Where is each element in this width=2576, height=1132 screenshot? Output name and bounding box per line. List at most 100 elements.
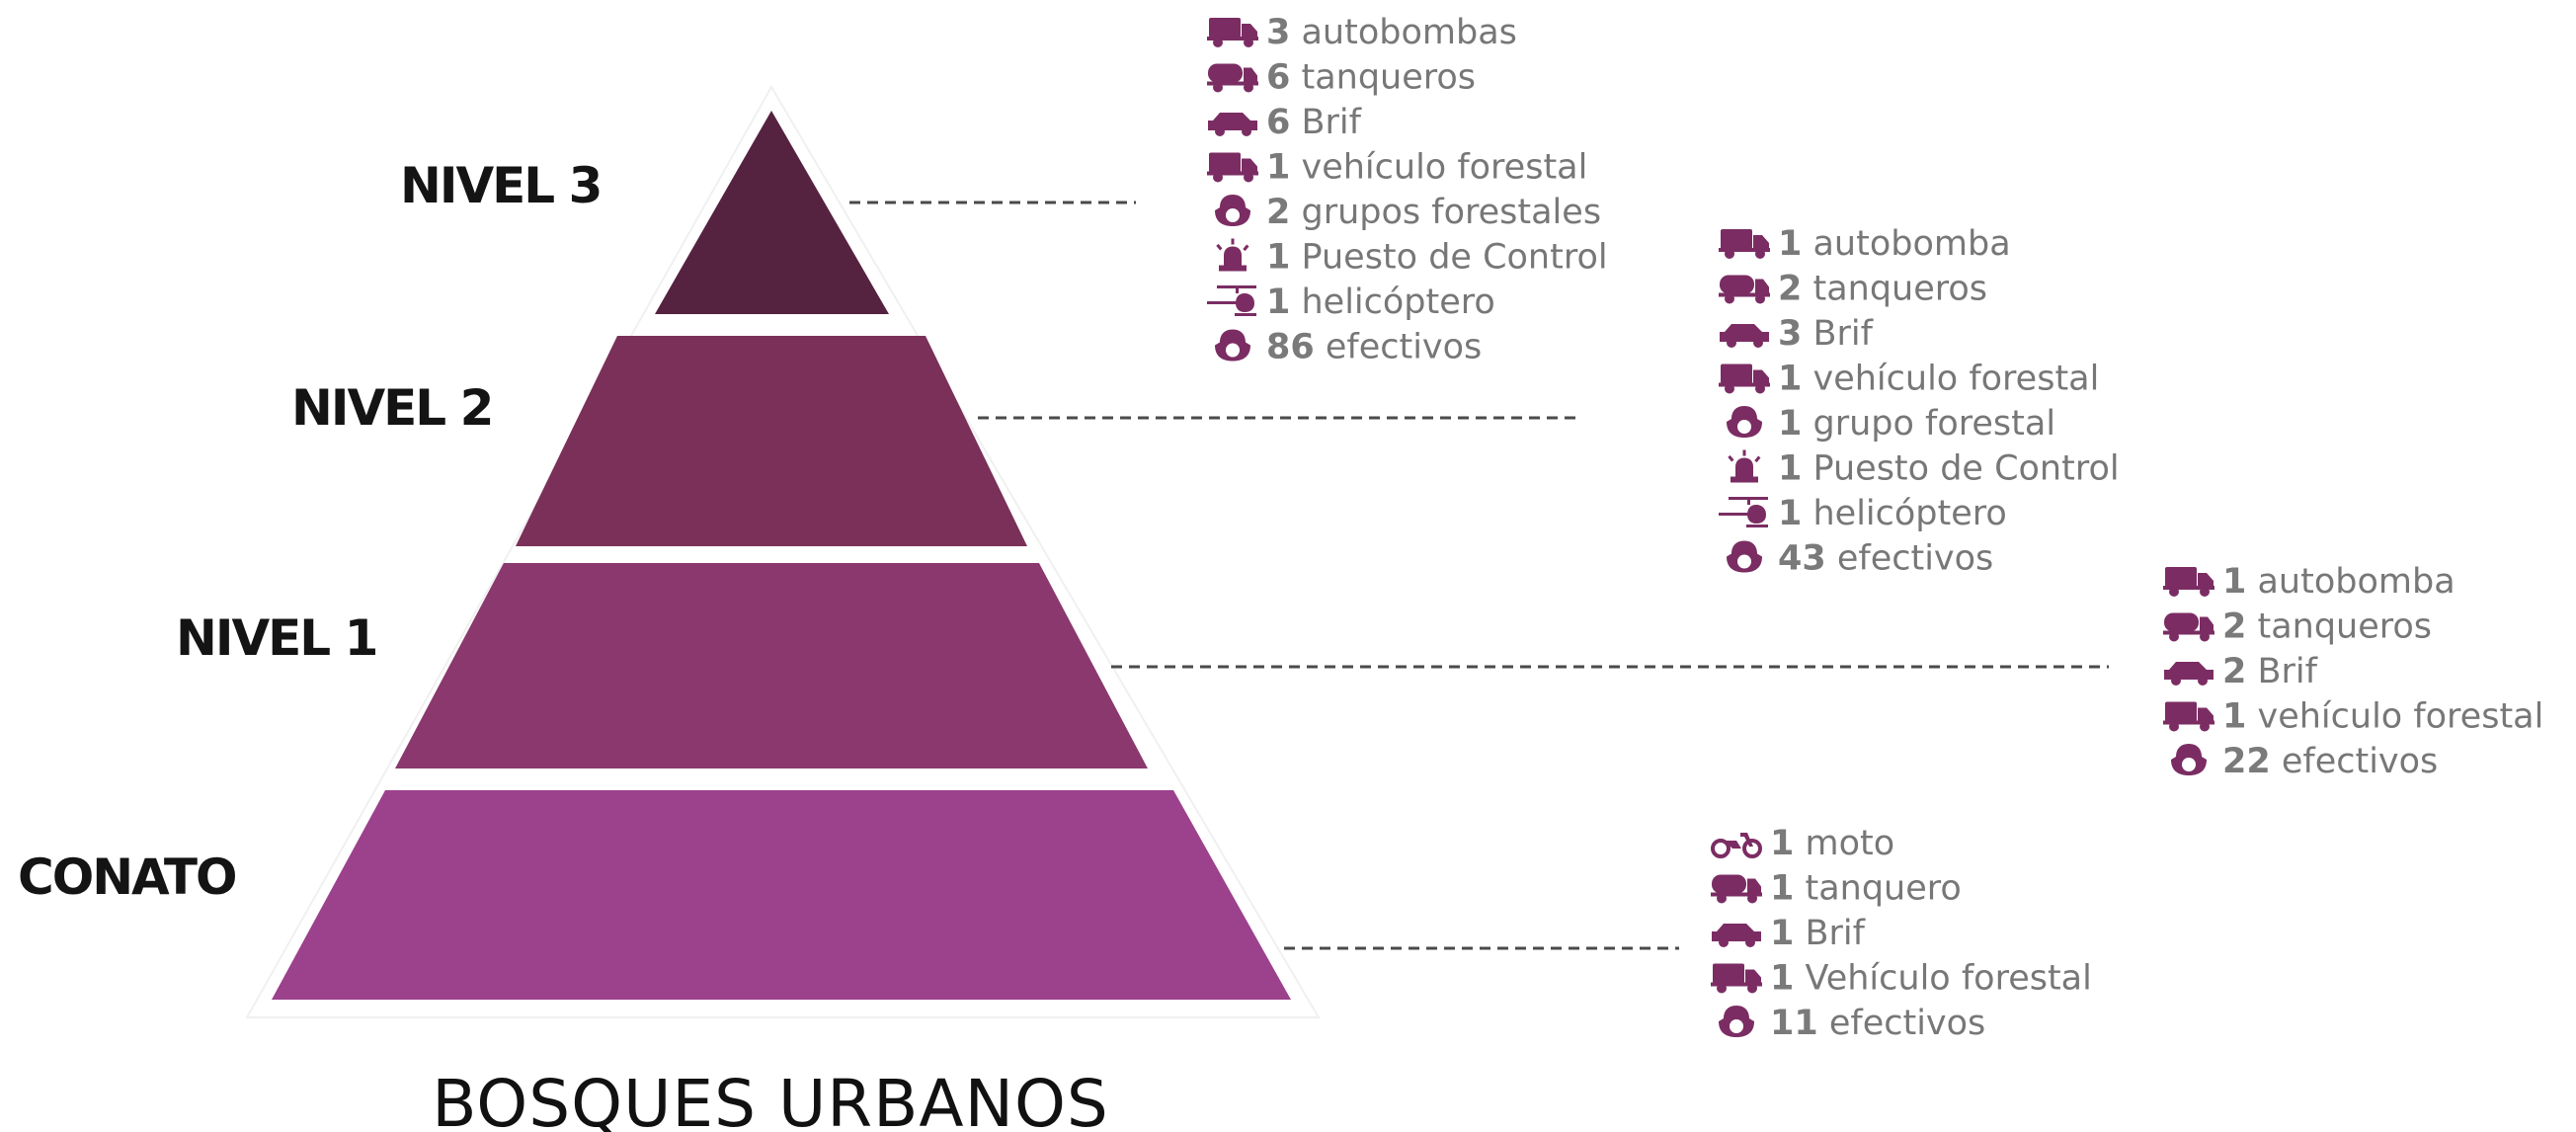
resource-label: Puesto de Control (1290, 238, 1607, 278)
resource-label: moto (1794, 824, 1894, 863)
resource-label: Vehículo forestal (1794, 959, 2092, 999)
firefighter-icon (1727, 540, 1762, 573)
level-label-nivel-1: NIVEL 1 (176, 609, 376, 667)
resource-qty: 86 (1266, 328, 1315, 367)
tier-nivel-1 (395, 563, 1148, 768)
resource-item: 2 tanqueros (2222, 607, 2432, 647)
resource-item: 1 vehículo forestal (2222, 697, 2543, 737)
resource-list-nivel-1: 1 autobomba 2 tanqueros 2 Brif 1 vehículo f… (2163, 562, 2543, 781)
resource-item: 6 tanqueros (1266, 58, 1476, 98)
resource-item: 1 autobomba (1778, 224, 2011, 264)
resource-label: efectivos (1315, 328, 1483, 367)
connectors (849, 201, 2109, 950)
resource-label: Brif (1794, 914, 1865, 953)
resource-qty: 3 (1778, 314, 1802, 354)
resource-qty: 1 (1770, 869, 1794, 909)
firefighter-icon (1215, 329, 1250, 362)
resource-label: grupos forestales (1290, 193, 1601, 232)
firefighter-icon (2171, 744, 2207, 775)
resource-item: 43 efectivos (1778, 539, 1993, 579)
resource-item: 1 Puesto de Control (1266, 238, 1608, 278)
car-icon (2164, 662, 2214, 686)
resource-label: vehículo forestal (1802, 360, 2099, 399)
level-labels: NIVEL 3 NIVEL 2 NIVEL 1 CONATO (18, 157, 603, 906)
tier-conato (272, 790, 1291, 1000)
level-label-nivel-2: NIVEL 2 (291, 379, 492, 437)
firefighter-icon (1727, 406, 1762, 438)
resource-item: 11 efectivos (1770, 1004, 1985, 1043)
truck-icon (1711, 963, 1762, 994)
resource-qty: 1 (1778, 404, 1802, 444)
resource-qty: 1 (1770, 914, 1794, 953)
truck-icon (2163, 701, 2214, 732)
resource-item: 1 helicóptero (1266, 283, 1495, 322)
resource-item: 1 helicóptero (1778, 494, 2007, 533)
level-label-nivel-3: NIVEL 3 (400, 157, 601, 214)
tanker-icon (1207, 63, 1258, 93)
resource-qty: 6 (1266, 58, 1290, 98)
resource-qty: 1 (1778, 449, 1802, 489)
resource-qty: 1 (1266, 238, 1290, 278)
resource-item: 1 vehículo forestal (1778, 360, 2099, 399)
resource-item: 86 efectivos (1266, 328, 1482, 367)
truck-icon (1719, 364, 1770, 394)
page-title: BOSQUES URBANOS (432, 1066, 1109, 1132)
resource-label: Brif (1290, 103, 1361, 142)
helicopter-icon (1719, 497, 1768, 527)
resource-qty: 2 (2222, 652, 2246, 691)
resource-qty: 22 (2222, 742, 2271, 781)
siren-icon (1216, 238, 1249, 272)
resource-qty: 1 (1770, 959, 1794, 999)
resource-item: 3 autobombas (1266, 13, 1517, 52)
resource-qty: 1 (1770, 824, 1794, 863)
resource-item: 22 efectivos (2222, 742, 2438, 781)
resource-item: 1 grupo forestal (1778, 404, 2055, 444)
resource-label: Puesto de Control (1802, 449, 2119, 489)
resource-item: 1 Brif (1770, 914, 1866, 953)
resource-item: 1 tanquero (1770, 869, 1962, 909)
resource-qty: 3 (1266, 13, 1290, 52)
resource-item: 2 Brif (2222, 652, 2318, 691)
helicopter-icon (1207, 285, 1256, 316)
truck-icon (1719, 229, 1770, 259)
resource-label: efectivos (2271, 742, 2439, 781)
resource-item: 2 tanqueros (1778, 270, 1987, 309)
car-icon (1712, 924, 1761, 947)
resource-label: Brif (1802, 314, 1873, 354)
tanker-icon (1719, 275, 1770, 304)
resource-label: efectivos (1818, 1004, 1986, 1043)
resource-item: 1 Vehículo forestal (1770, 959, 2092, 999)
resource-label: tanqueros (1802, 270, 1987, 309)
level-label-conato: CONATO (18, 849, 235, 906)
resource-label: helicóptero (1290, 283, 1494, 322)
siren-icon (1728, 449, 1761, 483)
tanker-icon (1711, 874, 1762, 904)
tier-nivel-2 (516, 336, 1027, 546)
tanker-icon (2163, 612, 2214, 642)
firefighter-icon (1215, 195, 1250, 226)
resource-qty: 1 (1778, 494, 1802, 533)
resource-qty: 1 (2222, 562, 2246, 602)
truck-icon (1207, 18, 1258, 47)
resource-qty: 2 (2222, 607, 2246, 647)
resource-qty: 2 (1778, 270, 1802, 309)
resource-label: tanqueros (2246, 607, 2432, 647)
resource-label: tanquero (1794, 869, 1961, 909)
truck-icon (2163, 567, 2214, 597)
resource-item: 1 autobomba (2222, 562, 2455, 602)
pyramid (245, 84, 1321, 1018)
resource-label: vehículo forestal (1290, 148, 1587, 188)
resource-qty: 2 (1266, 193, 1290, 232)
resource-label: vehículo forestal (2246, 697, 2543, 737)
resource-label: tanqueros (1290, 58, 1476, 98)
truck-icon (1207, 152, 1258, 183)
resource-qty: 43 (1778, 539, 1826, 579)
resource-qty: 1 (1266, 283, 1290, 322)
tier-nivel-3 (655, 111, 889, 314)
resource-label: grupo forestal (1802, 404, 2055, 444)
resource-qty: 11 (1770, 1004, 1818, 1043)
motorcycle-icon (1711, 831, 1762, 858)
